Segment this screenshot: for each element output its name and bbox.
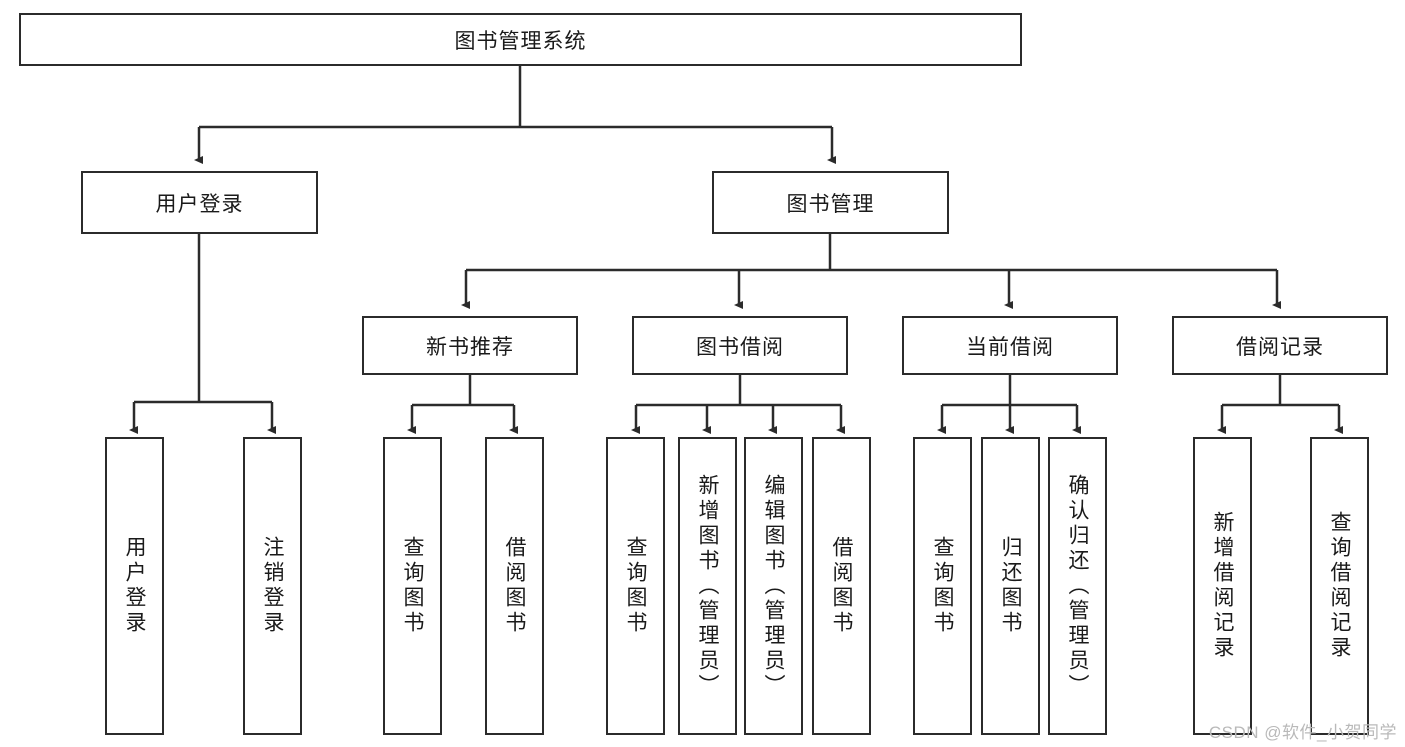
node-label: 编辑图书（管理员）: [762, 473, 785, 699]
node-label: 查询借阅记录: [1328, 511, 1351, 661]
node-book-management[interactable]: 图书管理: [712, 171, 949, 234]
node-leaf-borrow-book-recommend[interactable]: 借阅图书: [485, 437, 544, 735]
node-label: 注销登录: [261, 536, 284, 636]
node-leaf-return-book[interactable]: 归还图书: [981, 437, 1040, 735]
node-borrow-record[interactable]: 借阅记录: [1172, 316, 1388, 375]
node-user-login[interactable]: 用户登录: [81, 171, 318, 234]
node-label: 用户登录: [123, 536, 146, 636]
node-label: 用户登录: [155, 192, 244, 216]
watermark-text: CSDN @软件_小贺同学: [1208, 723, 1397, 742]
node-root-book-management-system[interactable]: 图书管理系统: [19, 13, 1022, 66]
node-label: 查询图书: [931, 536, 954, 636]
node-label: 确认归还（管理员）: [1066, 473, 1089, 699]
node-book-borrow[interactable]: 图书借阅: [632, 316, 848, 375]
node-new-book-recommend[interactable]: 新书推荐: [362, 316, 578, 375]
node-label: 当前借阅: [966, 335, 1054, 359]
node-label: 图书管理: [786, 192, 875, 216]
node-label: 借阅记录: [1236, 335, 1324, 359]
node-leaf-query-book-borrow[interactable]: 查询图书: [606, 437, 665, 735]
node-label: 新书推荐: [426, 335, 514, 359]
node-leaf-borrow-book[interactable]: 借阅图书: [812, 437, 871, 735]
node-leaf-edit-book[interactable]: 编辑图书（管理员）: [744, 437, 803, 735]
node-label: 查询图书: [401, 536, 424, 636]
node-leaf-logout-login[interactable]: 注销登录: [243, 437, 302, 735]
node-label: 新增借阅记录: [1211, 511, 1234, 661]
node-leaf-query-book-current[interactable]: 查询图书: [913, 437, 972, 735]
node-label: 图书借阅: [696, 335, 784, 359]
node-leaf-add-borrow-record[interactable]: 新增借阅记录: [1193, 437, 1252, 735]
node-leaf-add-book[interactable]: 新增图书（管理员）: [678, 437, 737, 735]
node-label: 新增图书（管理员）: [696, 473, 719, 699]
node-leaf-confirm-return[interactable]: 确认归还（管理员）: [1048, 437, 1107, 735]
node-leaf-query-book-recommend[interactable]: 查询图书: [383, 437, 442, 735]
node-leaf-query-borrow-record[interactable]: 查询借阅记录: [1310, 437, 1369, 735]
node-label: 图书管理系统: [454, 29, 587, 53]
node-label: 查询图书: [624, 536, 647, 636]
node-label: 借阅图书: [830, 536, 853, 636]
node-label: 归还图书: [999, 536, 1022, 636]
node-label: 借阅图书: [503, 536, 526, 636]
node-leaf-user-login[interactable]: 用户登录: [105, 437, 164, 735]
node-current-borrow[interactable]: 当前借阅: [902, 316, 1118, 375]
